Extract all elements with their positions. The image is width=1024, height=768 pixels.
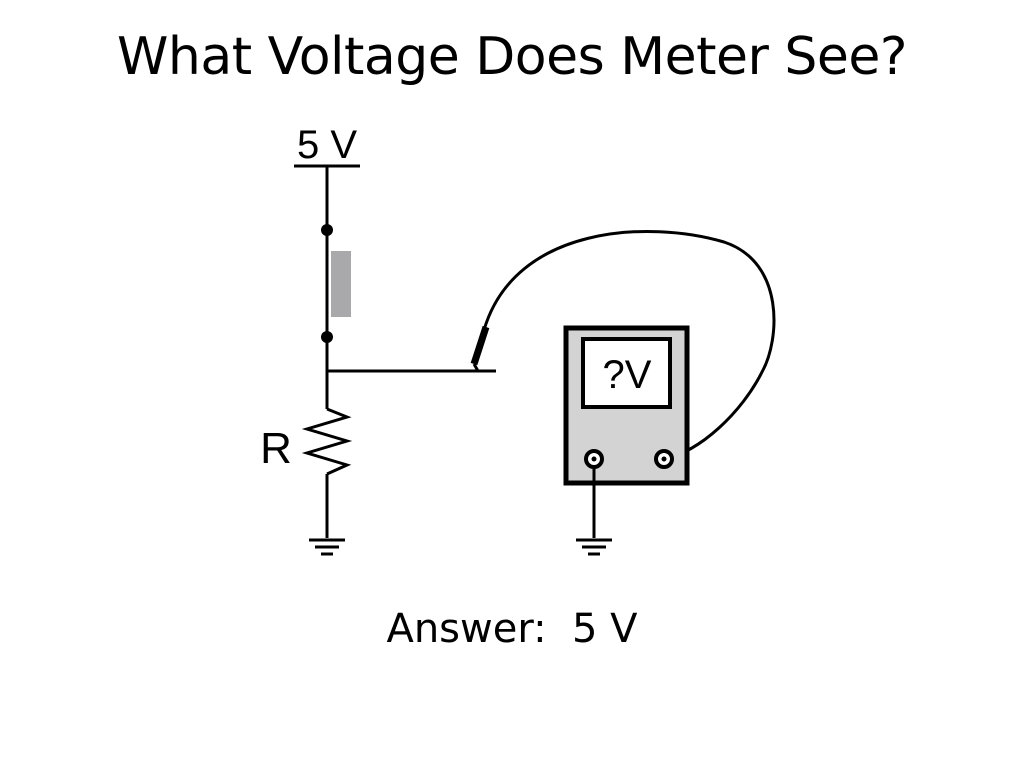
supply-label: 5 V [297,123,357,167]
meter-display-text: ?V [603,353,652,397]
probe-lead [482,229,776,461]
resistor [301,407,353,476]
ground-symbol-left [309,538,345,556]
switch-block [331,251,351,317]
slide-title: What Voltage Does Meter See? [117,27,907,87]
meter-terminal-common-dot [591,456,597,462]
probe-tip [470,325,490,366]
probe-tip-end [472,363,480,372]
answer-text: Answer: 5 V [386,606,638,652]
meter-display [581,337,672,409]
resistor-label: R [260,424,292,473]
meter-terminal-probe-dot [661,456,667,462]
ground-symbol-right [576,538,612,556]
